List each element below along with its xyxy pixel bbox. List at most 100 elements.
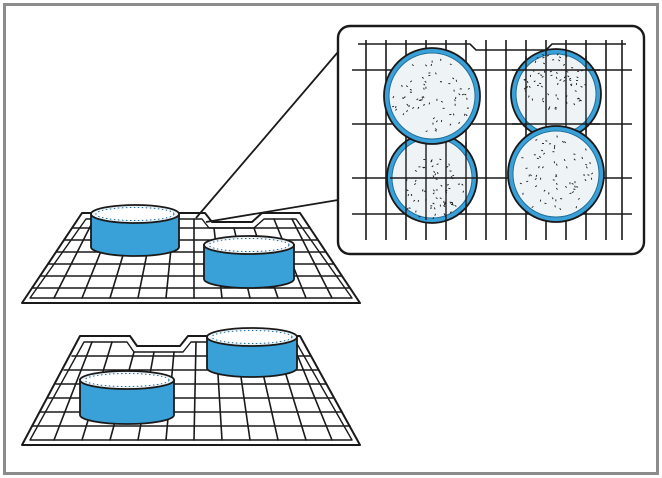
inset-border xyxy=(336,24,646,256)
batter-speckle xyxy=(551,197,554,200)
batter-speckle xyxy=(566,70,569,73)
batter-speckle xyxy=(423,87,425,90)
batter-speckle xyxy=(425,130,428,133)
batter-speckle xyxy=(578,99,581,102)
batter-speckle xyxy=(417,199,420,203)
batter-speckle xyxy=(413,199,416,202)
batter-speckle xyxy=(432,189,435,192)
batter-speckle xyxy=(540,85,543,88)
batter-speckle xyxy=(555,175,558,178)
batter-speckle xyxy=(435,178,438,181)
batter-speckle xyxy=(428,102,431,105)
batter-speckle xyxy=(424,80,427,83)
batter-speckle xyxy=(570,83,573,86)
batter-speckle xyxy=(395,106,397,109)
batter-speckle xyxy=(436,163,439,165)
batter-speckle xyxy=(408,207,411,209)
batter-speckle xyxy=(538,166,540,169)
batter-speckle xyxy=(578,97,580,100)
batter-speckle xyxy=(422,96,425,99)
upper-rack-pan-front xyxy=(203,235,295,289)
batter-speckle xyxy=(439,158,442,161)
batter-speckle xyxy=(443,205,446,208)
batter-speckle xyxy=(449,201,452,204)
batter-speckle xyxy=(421,76,424,79)
inset-pan-lower-right xyxy=(507,125,605,223)
batter-speckle xyxy=(449,123,452,126)
lower-rack-outline xyxy=(21,335,361,446)
batter-speckle xyxy=(547,93,550,96)
batter-speckle xyxy=(454,99,456,102)
batter-speckle xyxy=(403,96,406,99)
inset-top-view xyxy=(336,24,646,256)
batter-speckle xyxy=(406,189,409,192)
batter-speckle xyxy=(414,179,417,182)
batter-speckle xyxy=(410,80,413,83)
batter-speckle xyxy=(433,170,436,173)
batter-speckle xyxy=(524,89,527,92)
batter-speckle xyxy=(539,155,541,159)
batter-speckle xyxy=(433,207,436,210)
batter-speckle xyxy=(405,179,408,182)
batter-speckle xyxy=(413,183,417,185)
batter-speckle xyxy=(556,187,558,190)
batter-speckle xyxy=(581,156,583,160)
batter-speckle xyxy=(547,54,550,57)
batter-speckle xyxy=(423,83,426,86)
batter-speckle xyxy=(401,84,403,88)
batter-speckle xyxy=(458,121,460,124)
batter-speckle xyxy=(566,101,568,104)
batter-speckle xyxy=(563,80,566,82)
batter-speckle xyxy=(556,53,559,56)
batter-speckle xyxy=(573,153,576,155)
batter-speckle xyxy=(565,185,567,189)
batter-speckle xyxy=(556,163,558,166)
batter-speckle xyxy=(523,87,526,90)
batter-speckle xyxy=(406,103,409,106)
batter-speckle xyxy=(585,166,588,169)
batter-speckle xyxy=(526,180,529,183)
batter-speckle xyxy=(540,74,543,77)
batter-speckle xyxy=(535,174,538,177)
batter-speckle xyxy=(434,72,437,75)
batter-speckle xyxy=(585,148,587,151)
batter-speckle xyxy=(573,158,576,161)
batter-speckle xyxy=(519,182,522,185)
batter-speckle xyxy=(565,95,568,98)
inset-pan-upper-left xyxy=(383,47,481,145)
batter-speckle xyxy=(414,169,418,172)
batter-speckle xyxy=(587,174,590,176)
batter-speckle xyxy=(556,71,558,75)
batter-speckle xyxy=(391,105,395,108)
batter-speckle xyxy=(528,85,531,88)
batter-speckle xyxy=(559,207,562,211)
batter-speckle xyxy=(534,60,537,63)
batter-speckle xyxy=(536,157,539,160)
batter-speckle xyxy=(465,114,468,117)
batter-speckle xyxy=(437,171,439,175)
batter-speckle xyxy=(555,76,558,79)
batter-speckle xyxy=(555,182,558,186)
batter-speckle xyxy=(392,96,395,99)
lower-rack-outline-inner xyxy=(29,341,353,441)
batter-speckle xyxy=(451,177,454,180)
batter-speckle xyxy=(434,128,438,130)
lower-rack-pan-front xyxy=(79,370,175,425)
batter-speckle xyxy=(567,75,570,78)
batter-speckle xyxy=(576,76,579,79)
batter-speckle xyxy=(464,113,466,116)
batter-speckle xyxy=(535,185,538,188)
batter-speckle xyxy=(417,106,420,109)
batter-speckle xyxy=(581,69,584,72)
batter-speckle xyxy=(432,202,435,205)
batter-speckle xyxy=(462,190,465,193)
batter-speckle xyxy=(454,205,457,207)
upper-rack-pan-back xyxy=(90,204,180,257)
batter-speckle xyxy=(563,158,566,162)
batter-speckle xyxy=(432,216,435,220)
batter-speckle xyxy=(435,120,438,123)
batter-speckle xyxy=(542,97,544,100)
batter-speckle xyxy=(533,80,536,83)
batter-speckle xyxy=(571,191,575,193)
batter-speckle xyxy=(449,63,452,66)
